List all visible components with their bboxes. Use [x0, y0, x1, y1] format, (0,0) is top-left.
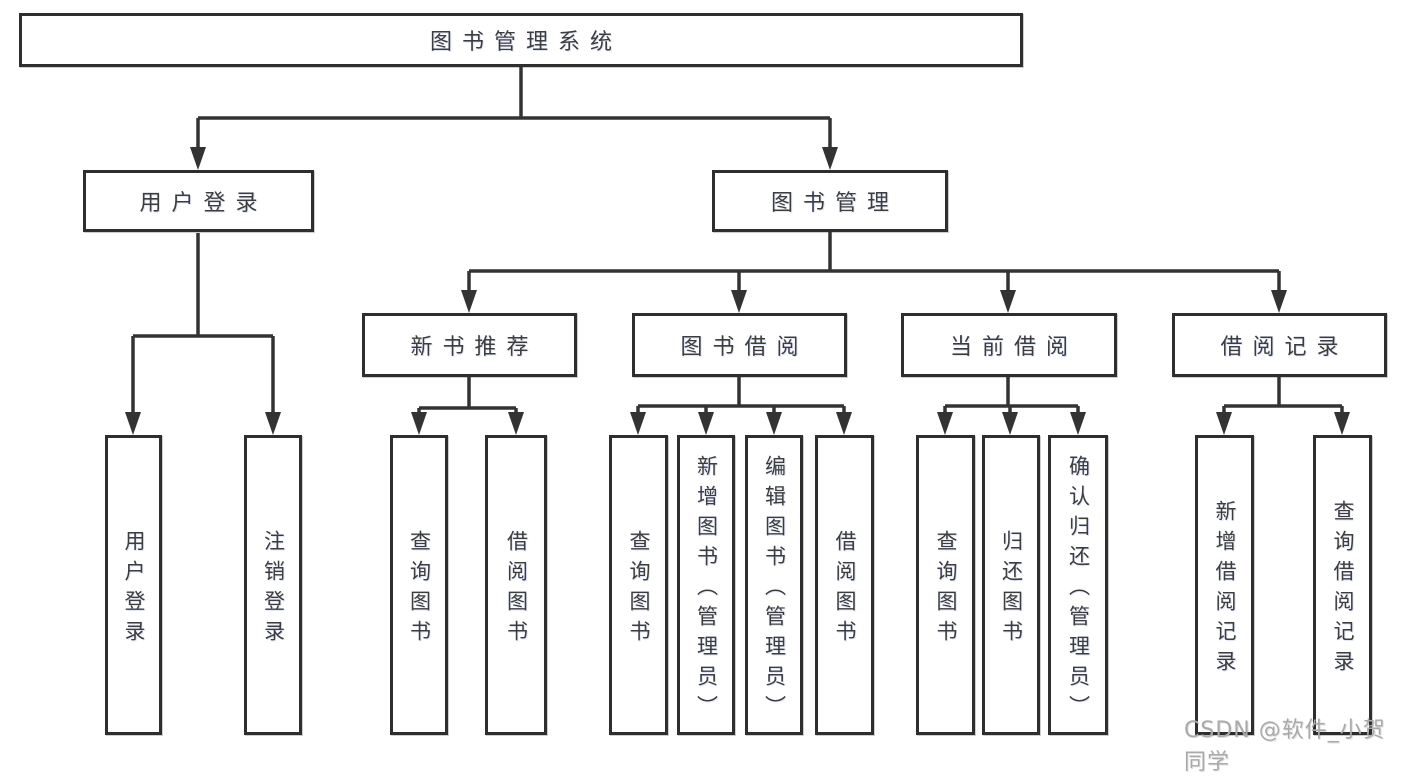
- arrowhead-glyphs: [125, 147, 1350, 435]
- diagram-connectors: [125, 67, 1350, 435]
- node-book-management-branch: 图书管理: [712, 170, 948, 232]
- leaf-recommend-query-books: 查询图书: [390, 435, 448, 735]
- leaf-records-query-borrow-record: 查询借阅记录: [1313, 435, 1372, 735]
- leaf-user-login: 用户登录: [105, 435, 162, 735]
- node-current-borrowing: 当前借阅: [901, 313, 1117, 377]
- leaf-current-query-books: 查询图书: [916, 435, 975, 735]
- leaf-records-add-borrow-record: 新增借阅记录: [1195, 435, 1254, 735]
- leaf-current-confirm-return-admin: 确认归还（管理员）: [1048, 435, 1108, 735]
- leaf-borrow-borrow-books: 借阅图书: [815, 435, 874, 735]
- csdn-watermark: CSDN @软件_小贺同学: [1184, 718, 1386, 775]
- node-user-login-branch: 用户登录: [83, 170, 314, 232]
- leaf-current-return-books: 归还图书: [982, 435, 1040, 735]
- node-library-management-system: 图书管理系统: [19, 13, 1023, 67]
- leaf-borrow-edit-books-admin: 编辑图书（管理员）: [745, 435, 803, 735]
- connector-lines: [131, 67, 1344, 415]
- leaf-logout: 注销登录: [244, 435, 302, 735]
- leaf-recommend-borrow-books: 借阅图书: [485, 435, 547, 735]
- node-book-borrowing: 图书借阅: [632, 313, 847, 377]
- diagram-canvas: 图书管理系统 用户登录 图书管理 新书推荐 图书借阅 当前借阅 借阅记录 用户登…: [19, 13, 1387, 775]
- leaf-borrow-add-books-admin: 新增图书（管理员）: [677, 435, 735, 735]
- node-new-book-recommendation: 新书推荐: [362, 313, 577, 377]
- leaf-borrow-query-books: 查询图书: [609, 435, 668, 735]
- node-borrowing-records: 借阅记录: [1172, 313, 1387, 377]
